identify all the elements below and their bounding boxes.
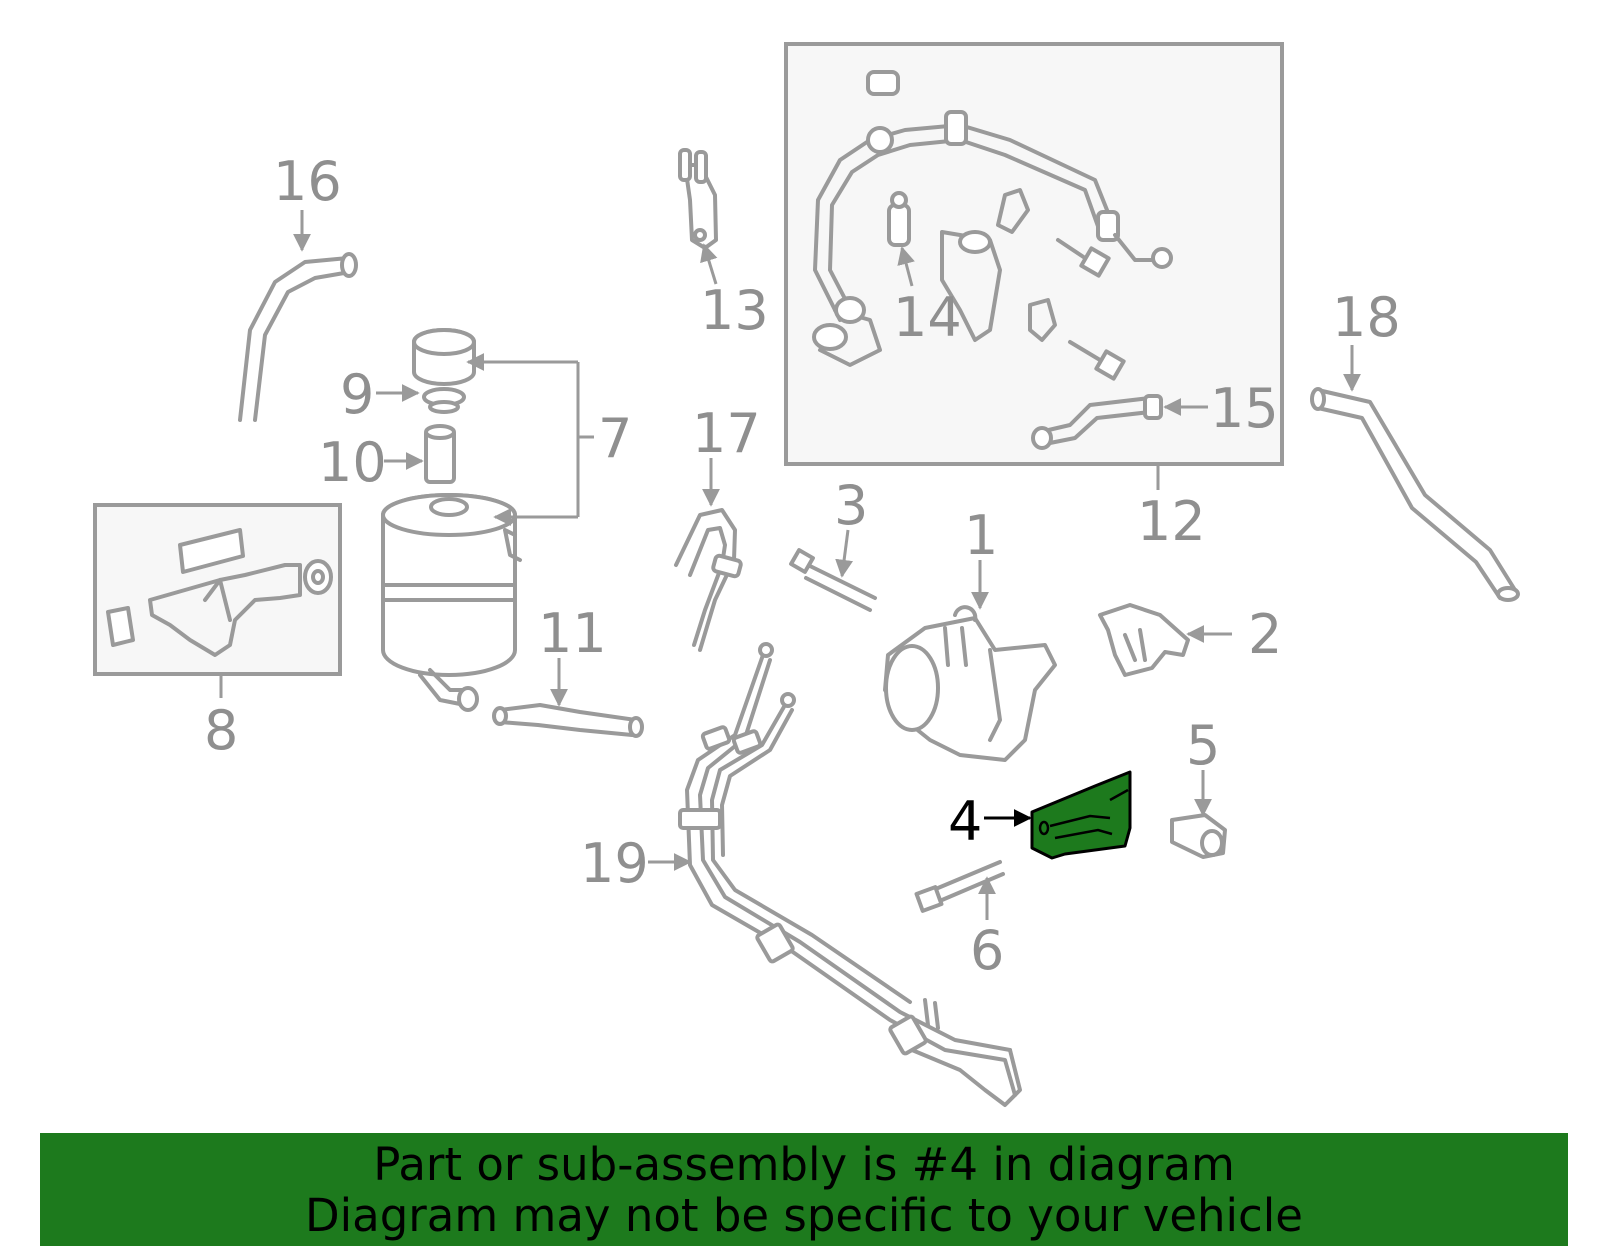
- callout-2: 2: [1248, 603, 1282, 666]
- part-18-hose: [1310, 387, 1520, 602]
- part-19-hoses: [678, 642, 1022, 1107]
- part-8-bracket: [106, 528, 333, 657]
- part-5-fitting: [1170, 813, 1227, 859]
- part-12-hose-assembly: [812, 70, 1173, 450]
- callout-3: 3: [834, 474, 868, 537]
- callout-17: 17: [692, 402, 761, 465]
- callout-19: 19: [580, 832, 649, 895]
- part-1-pump: [883, 605, 1057, 762]
- callout-1: 1: [964, 504, 998, 567]
- part-11-hose: [492, 703, 644, 738]
- callout-5: 5: [1186, 714, 1220, 777]
- leader-lines: [219, 210, 1361, 920]
- callout-4: 4: [948, 790, 982, 853]
- part-7-reservoir: [381, 328, 522, 712]
- banner-line-1: Part or sub-assembly is #4 in diagram: [373, 1137, 1235, 1191]
- part-17-hose: [674, 508, 743, 652]
- callout-11: 11: [538, 602, 607, 665]
- callout-12: 12: [1137, 490, 1206, 553]
- callout-9: 9: [340, 363, 374, 426]
- part-6-bolt: [914, 860, 1005, 913]
- callout-13: 13: [700, 279, 769, 342]
- info-banner: Part or sub-assembly is #4 in diagram Di…: [40, 1133, 1568, 1246]
- parts-diagram: 16 9 10 7 8 13 14 15 12 18 17 3 1 2 11 5…: [93, 42, 1520, 1107]
- callout-18: 18: [1332, 286, 1401, 349]
- part-16-hose: [238, 252, 358, 422]
- part-3-bolt: [789, 548, 877, 612]
- callout-15: 15: [1210, 377, 1279, 440]
- callout-labels: 16 9 10 7 8 13 14 15 12 18 17 3 1 2 11 5…: [204, 150, 1401, 982]
- callout-8: 8: [204, 699, 238, 762]
- group-box-8: [93, 503, 342, 676]
- callout-6: 6: [970, 919, 1004, 982]
- callout-10: 10: [318, 431, 387, 494]
- callout-16: 16: [273, 150, 342, 213]
- banner-line-2: Diagram may not be specific to your vehi…: [305, 1188, 1303, 1242]
- part-4-bracket-highlighted: [1030, 770, 1132, 860]
- part-13-bracket: [678, 148, 718, 250]
- part-2-bracket: [1098, 603, 1190, 677]
- callout-7: 7: [598, 407, 632, 470]
- group-box-12: [784, 42, 1284, 466]
- callout-14: 14: [893, 286, 962, 349]
